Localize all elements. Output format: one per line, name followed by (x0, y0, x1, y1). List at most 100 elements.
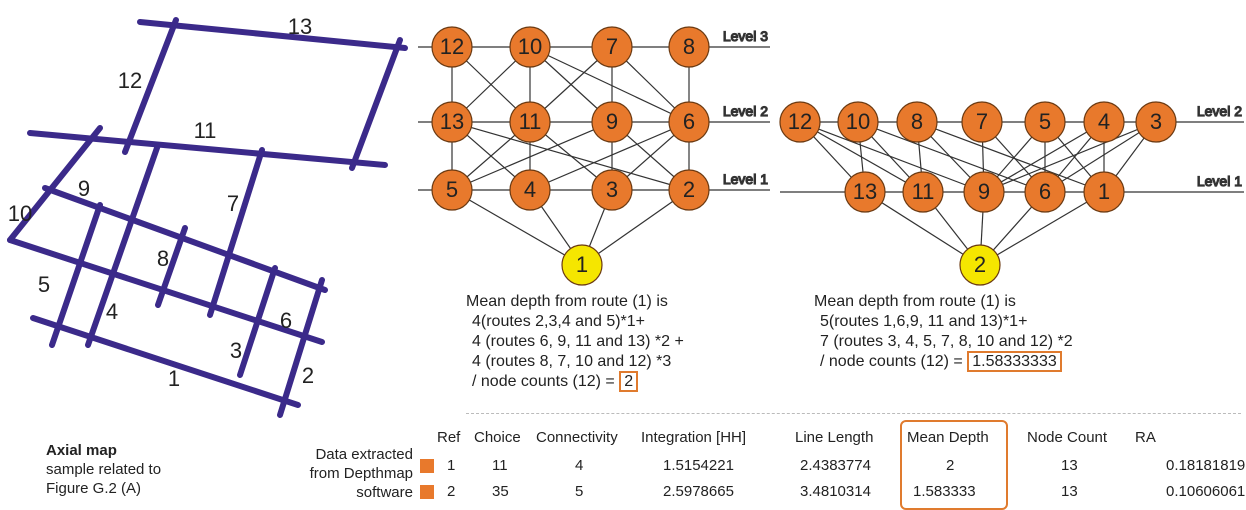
left-graph-node-label-10: 10 (518, 34, 542, 59)
axial-line-12 (122, 17, 179, 155)
row-2-mean-depth: 1.583333 (913, 483, 976, 500)
right-graph-level-label: Level 1 (1197, 173, 1242, 189)
left-mean-depth-result: 2 (619, 371, 639, 392)
row-1-marker (420, 459, 434, 473)
row-1-ra: 0.18181819 (1166, 457, 1246, 474)
left-graph-edge (451, 121, 613, 191)
right-graph-node-label-6: 6 (1039, 179, 1051, 204)
left-graph-node-5 (431, 169, 473, 211)
right-mean-depth-text: Mean depth from route (1) is 5(routes 1,… (814, 292, 1073, 372)
right-graph-node-5 (1024, 101, 1066, 143)
left-graph-edge (529, 46, 690, 123)
axial-map-caption-title: Axial map (46, 442, 117, 459)
row-2-line-length: 3.4810314 (800, 483, 871, 500)
right-mean-depth-result: 1.58333333 (967, 351, 1062, 372)
left-graph-node-label-root: 1 (576, 252, 588, 277)
header-line-length: Line Length (795, 429, 874, 446)
axial-line-1 (30, 315, 301, 408)
axial-map (7, 17, 408, 418)
right-graph-node-label-10: 10 (846, 109, 870, 134)
axial-line-2 (277, 277, 325, 418)
left-node-count-label: / node counts (12) = (472, 373, 615, 390)
left-mean-depth-text: Mean depth from route (1) is 4(routes 2,… (466, 292, 684, 392)
left-graph-node-label-8: 8 (683, 34, 695, 59)
axial-line-label-7: 7 (227, 191, 239, 216)
right-graph-edge (864, 191, 981, 266)
left-graph-edge (451, 121, 690, 191)
right-graph-node-label-11: 11 (912, 179, 935, 204)
table-side-label-line-3: software (356, 484, 413, 501)
right-graph-node-12 (779, 101, 821, 143)
row-2-choice: 35 (492, 483, 509, 500)
header-integration: Integration [HH] (641, 429, 747, 446)
left-graph-node-label-7: 7 (606, 34, 618, 59)
axial-line-label-2: 2 (302, 363, 314, 388)
row-1-choice: 11 (492, 457, 508, 474)
right-text-line-1: Mean depth from route (1) is (814, 293, 1016, 310)
table-side-label: Data extracted from Depthmap software (283, 445, 413, 502)
right-graph-edge (799, 121, 924, 193)
left-graph-edge (529, 121, 690, 191)
axial-line-connector (349, 37, 403, 171)
axial-line-label-5: 5 (38, 272, 50, 297)
left-text-line-5: / node counts (12) = 2 (466, 371, 684, 392)
right-graph-edge (857, 121, 1046, 193)
right-graph-node-11 (902, 171, 944, 213)
left-graph-node-12 (431, 26, 473, 68)
right-graph-node-label-3: 3 (1150, 109, 1162, 134)
row-2-integration: 2.5978665 (663, 483, 734, 500)
row-2-marker (420, 485, 434, 499)
left-graph-node-9 (591, 101, 633, 143)
axial-line-7 (207, 147, 265, 318)
left-graph-node-11 (509, 101, 551, 143)
right-graph-node-label-5: 5 (1039, 109, 1051, 134)
row-1-line-length: 2.4383774 (800, 457, 871, 474)
right-graph-node-3 (1135, 101, 1177, 143)
axial-line-6 (7, 237, 325, 345)
row-1-connectivity: 4 (575, 457, 584, 474)
left-graph-node-10 (509, 26, 551, 68)
left-graph-node-label-13: 13 (440, 109, 464, 134)
right-graph-node-label-12: 12 (788, 109, 812, 134)
axial-line-label-8: 8 (157, 246, 169, 271)
axial-line-label-3: 3 (230, 338, 242, 363)
left-graph-edge (581, 189, 690, 266)
right-graph-node-7 (961, 101, 1003, 143)
row-2-ref: 2 (447, 483, 456, 500)
left-graph-node-root (561, 244, 603, 286)
table-side-label-line-2: from Depthmap (309, 465, 413, 482)
right-graph-node-13 (844, 171, 886, 213)
table-side-label-line-1: Data extracted (315, 446, 413, 463)
right-graph-edge (916, 121, 1105, 193)
header-mean-depth: Mean Depth (907, 429, 989, 446)
left-graph-node-label-6: 6 (683, 109, 695, 134)
right-graph-node-root (959, 244, 1001, 286)
right-graph-node-4 (1083, 101, 1125, 143)
header-node-count: Node Count (1027, 429, 1108, 446)
right-node-count-label: / node counts (12) = (820, 353, 963, 370)
table-separator (466, 413, 1241, 414)
right-text-line-2: 5(routes 1,6,9, 11 and 13)*1+ (820, 313, 1028, 330)
header-ra: RA (1135, 429, 1156, 446)
right-graph-node-6 (1024, 171, 1066, 213)
header-ref: Ref (437, 429, 461, 446)
right-graph-node-label-8: 8 (911, 109, 923, 134)
axial-line-10 (7, 125, 103, 243)
right-graph-node-label-7: 7 (976, 109, 988, 134)
axial-line-label-12: 12 (118, 68, 142, 93)
left-graph-level-label: Level 2 (723, 103, 768, 119)
left-text-line-3: 4 (routes 6, 9, 11 and 13) *2 + (472, 333, 684, 350)
axial-line-9 (42, 185, 328, 293)
right-graph-node-8 (896, 101, 938, 143)
row-1-ref: 1 (447, 457, 456, 474)
left-graph-node-2 (668, 169, 710, 211)
axial-line-5 (49, 202, 103, 348)
axial-line-label-6: 6 (280, 308, 292, 333)
left-graph-level-label: Level 3 (723, 28, 768, 44)
left-graph-node-label-12: 12 (440, 34, 464, 59)
right-graph-edge (983, 121, 1105, 193)
right-graph-node-label-root: 2 (974, 252, 986, 277)
header-choice: Choice (474, 429, 521, 446)
left-graph-node-3 (591, 169, 633, 211)
axial-line-label-13: 13 (288, 14, 312, 39)
